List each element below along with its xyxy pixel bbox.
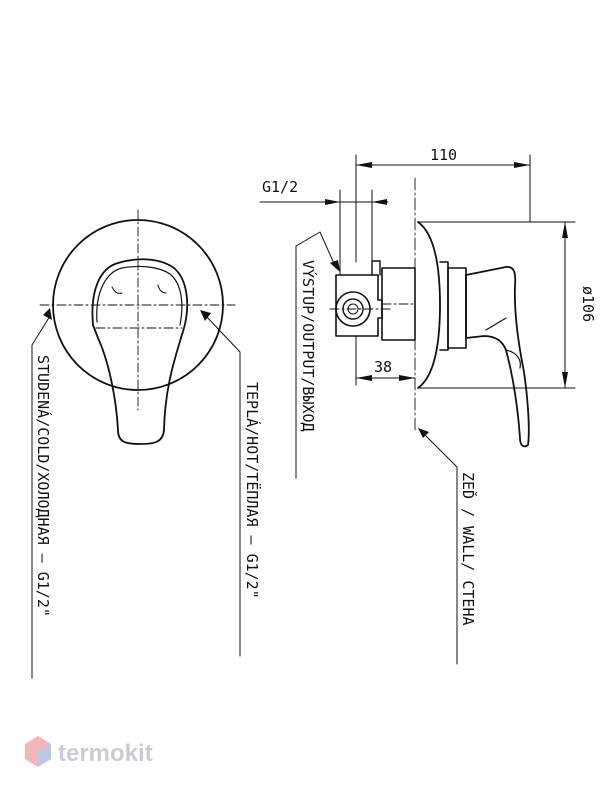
dim-110-label: 110	[430, 146, 457, 164]
side-lever-crease	[485, 317, 507, 331]
output-leader	[295, 231, 337, 479]
dim-110-arrow-right	[514, 162, 530, 168]
dim-110-arrow-left	[356, 162, 372, 168]
wall-leader	[419, 429, 458, 665]
wall-label: ZEĎ / WALL/ СТЕНА	[459, 472, 478, 626]
output-label: VÝSTUP/OUTPUT/ВЫХОД	[299, 260, 318, 432]
side-escutcheon	[417, 221, 441, 389]
front-handle	[91, 258, 189, 445]
side-view	[259, 154, 576, 665]
cold-leader	[31, 315, 51, 679]
outlet-top-stub	[371, 260, 381, 276]
hot-label: TEPLÁ/HOT/ТЁПЛАЯ – G1/2"	[243, 382, 262, 599]
outlet-fitting	[335, 274, 383, 337]
side-body-ring	[439, 261, 449, 351]
side-lever	[465, 266, 530, 448]
front-mark-left	[111, 286, 123, 294]
side-lever-tip	[505, 349, 521, 369]
wall-leader-arrowhead	[418, 428, 429, 438]
front-mark-right	[157, 284, 167, 294]
termokit-logo-icon-shade	[38, 744, 51, 767]
hot-leader-arrowhead	[200, 310, 211, 321]
dim-106-label: ø106	[579, 286, 597, 322]
termokit-logo-text: termokit	[58, 740, 153, 767]
dim-38-arrow-right	[399, 375, 415, 381]
dim-38-label: 38	[374, 358, 392, 376]
output-leader-arrowhead	[330, 260, 340, 272]
dim-38-arrow-left	[356, 375, 372, 381]
dim-106-arrow-top	[562, 222, 568, 238]
side-body-cap	[447, 267, 467, 349]
front-view	[31, 209, 241, 679]
dim-g12-arrow-left	[325, 199, 340, 205]
dim-106-arrow-bottom	[562, 372, 568, 388]
front-handle-inner	[96, 265, 183, 326]
dim-g12-arrow-right	[372, 199, 387, 205]
dim-g12-label: G1/2	[262, 178, 298, 196]
termokit-watermark: termokit	[25, 736, 153, 767]
cold-leader-arrowhead	[43, 308, 52, 320]
hot-leader	[205, 315, 241, 657]
cold-label: STUDENÁ/COLD/ХОЛОДНАЯ – G1/2"	[34, 355, 53, 617]
